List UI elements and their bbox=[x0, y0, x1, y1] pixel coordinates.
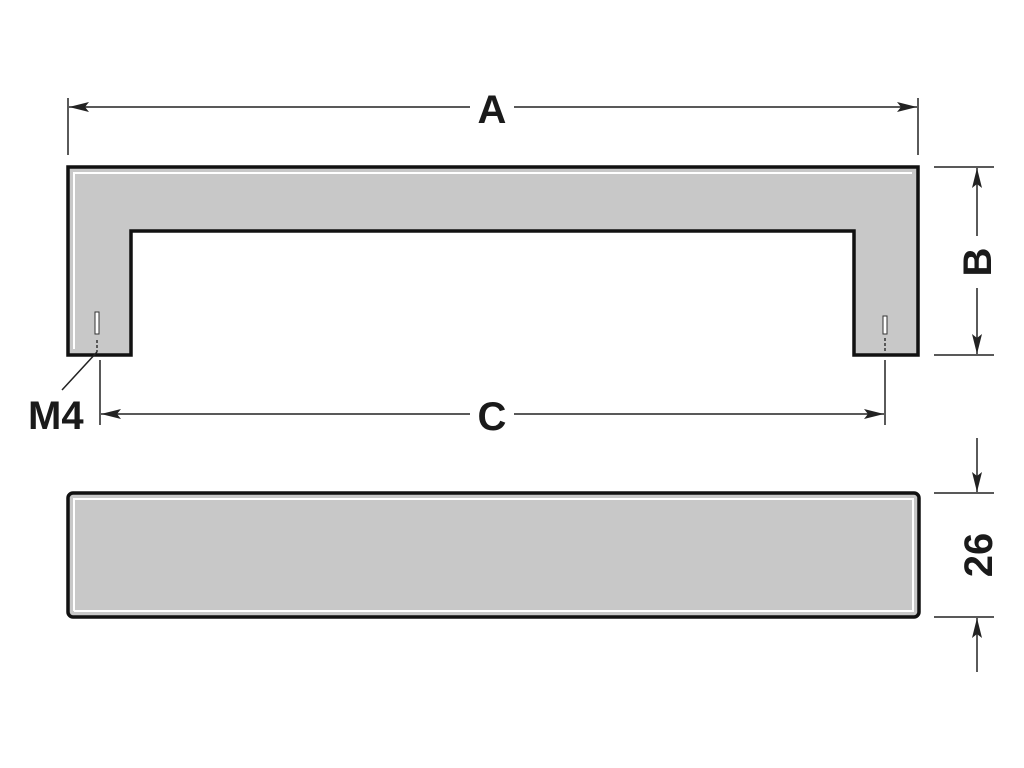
handle-top-view bbox=[66, 165, 920, 357]
thread-hole-left bbox=[94, 311, 100, 352]
handle-u-inner-highlight bbox=[136, 236, 848, 349]
dimension-label-depth: 26 bbox=[957, 533, 1001, 578]
thread-label-m4: M4 bbox=[28, 394, 84, 438]
handle-side-bar bbox=[66, 491, 921, 619]
thread-callout-m4: M4 bbox=[28, 351, 98, 438]
dimension-b: B bbox=[934, 166, 1000, 356]
handle-u-body bbox=[66, 165, 920, 357]
handle-side-highlight bbox=[73, 498, 914, 612]
thread-hole-right bbox=[882, 315, 888, 352]
dimension-label-a: A bbox=[478, 88, 507, 132]
dimension-label-b: B bbox=[956, 248, 1000, 277]
handle-u-highlight bbox=[73, 172, 912, 349]
leader-line-m4 bbox=[61, 351, 98, 391]
dimension-label-c: C bbox=[478, 395, 507, 439]
dimension-c: C bbox=[99, 360, 886, 439]
dimension-a: A bbox=[67, 88, 919, 155]
handle-side-view bbox=[66, 491, 921, 619]
dimension-depth: 26 bbox=[934, 438, 1001, 672]
